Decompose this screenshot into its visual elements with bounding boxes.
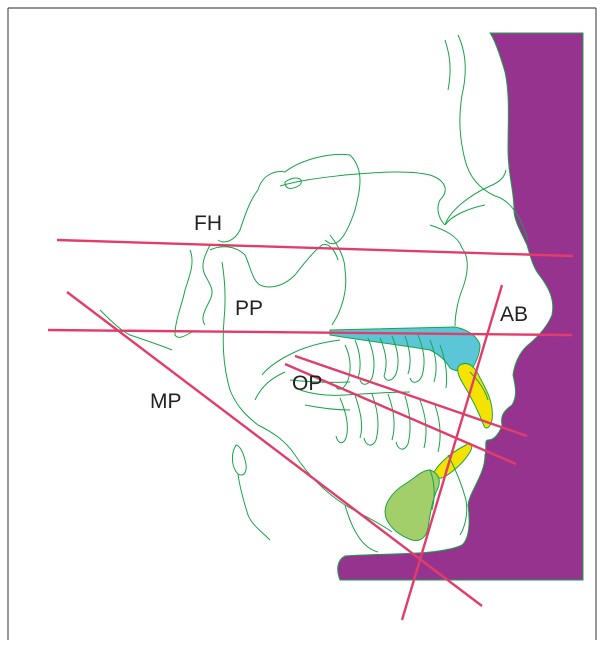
skeletal-tracing: [100, 35, 528, 552]
pp-label: PP: [235, 297, 263, 320]
op-line-1: [295, 356, 527, 436]
op-label: OP: [292, 372, 322, 395]
fh-label: FH: [194, 212, 222, 235]
fh-line: [57, 240, 573, 256]
mp-label: MP: [150, 390, 182, 413]
ab-label: AB: [500, 303, 528, 326]
mandibular-symphysis: [385, 470, 439, 541]
